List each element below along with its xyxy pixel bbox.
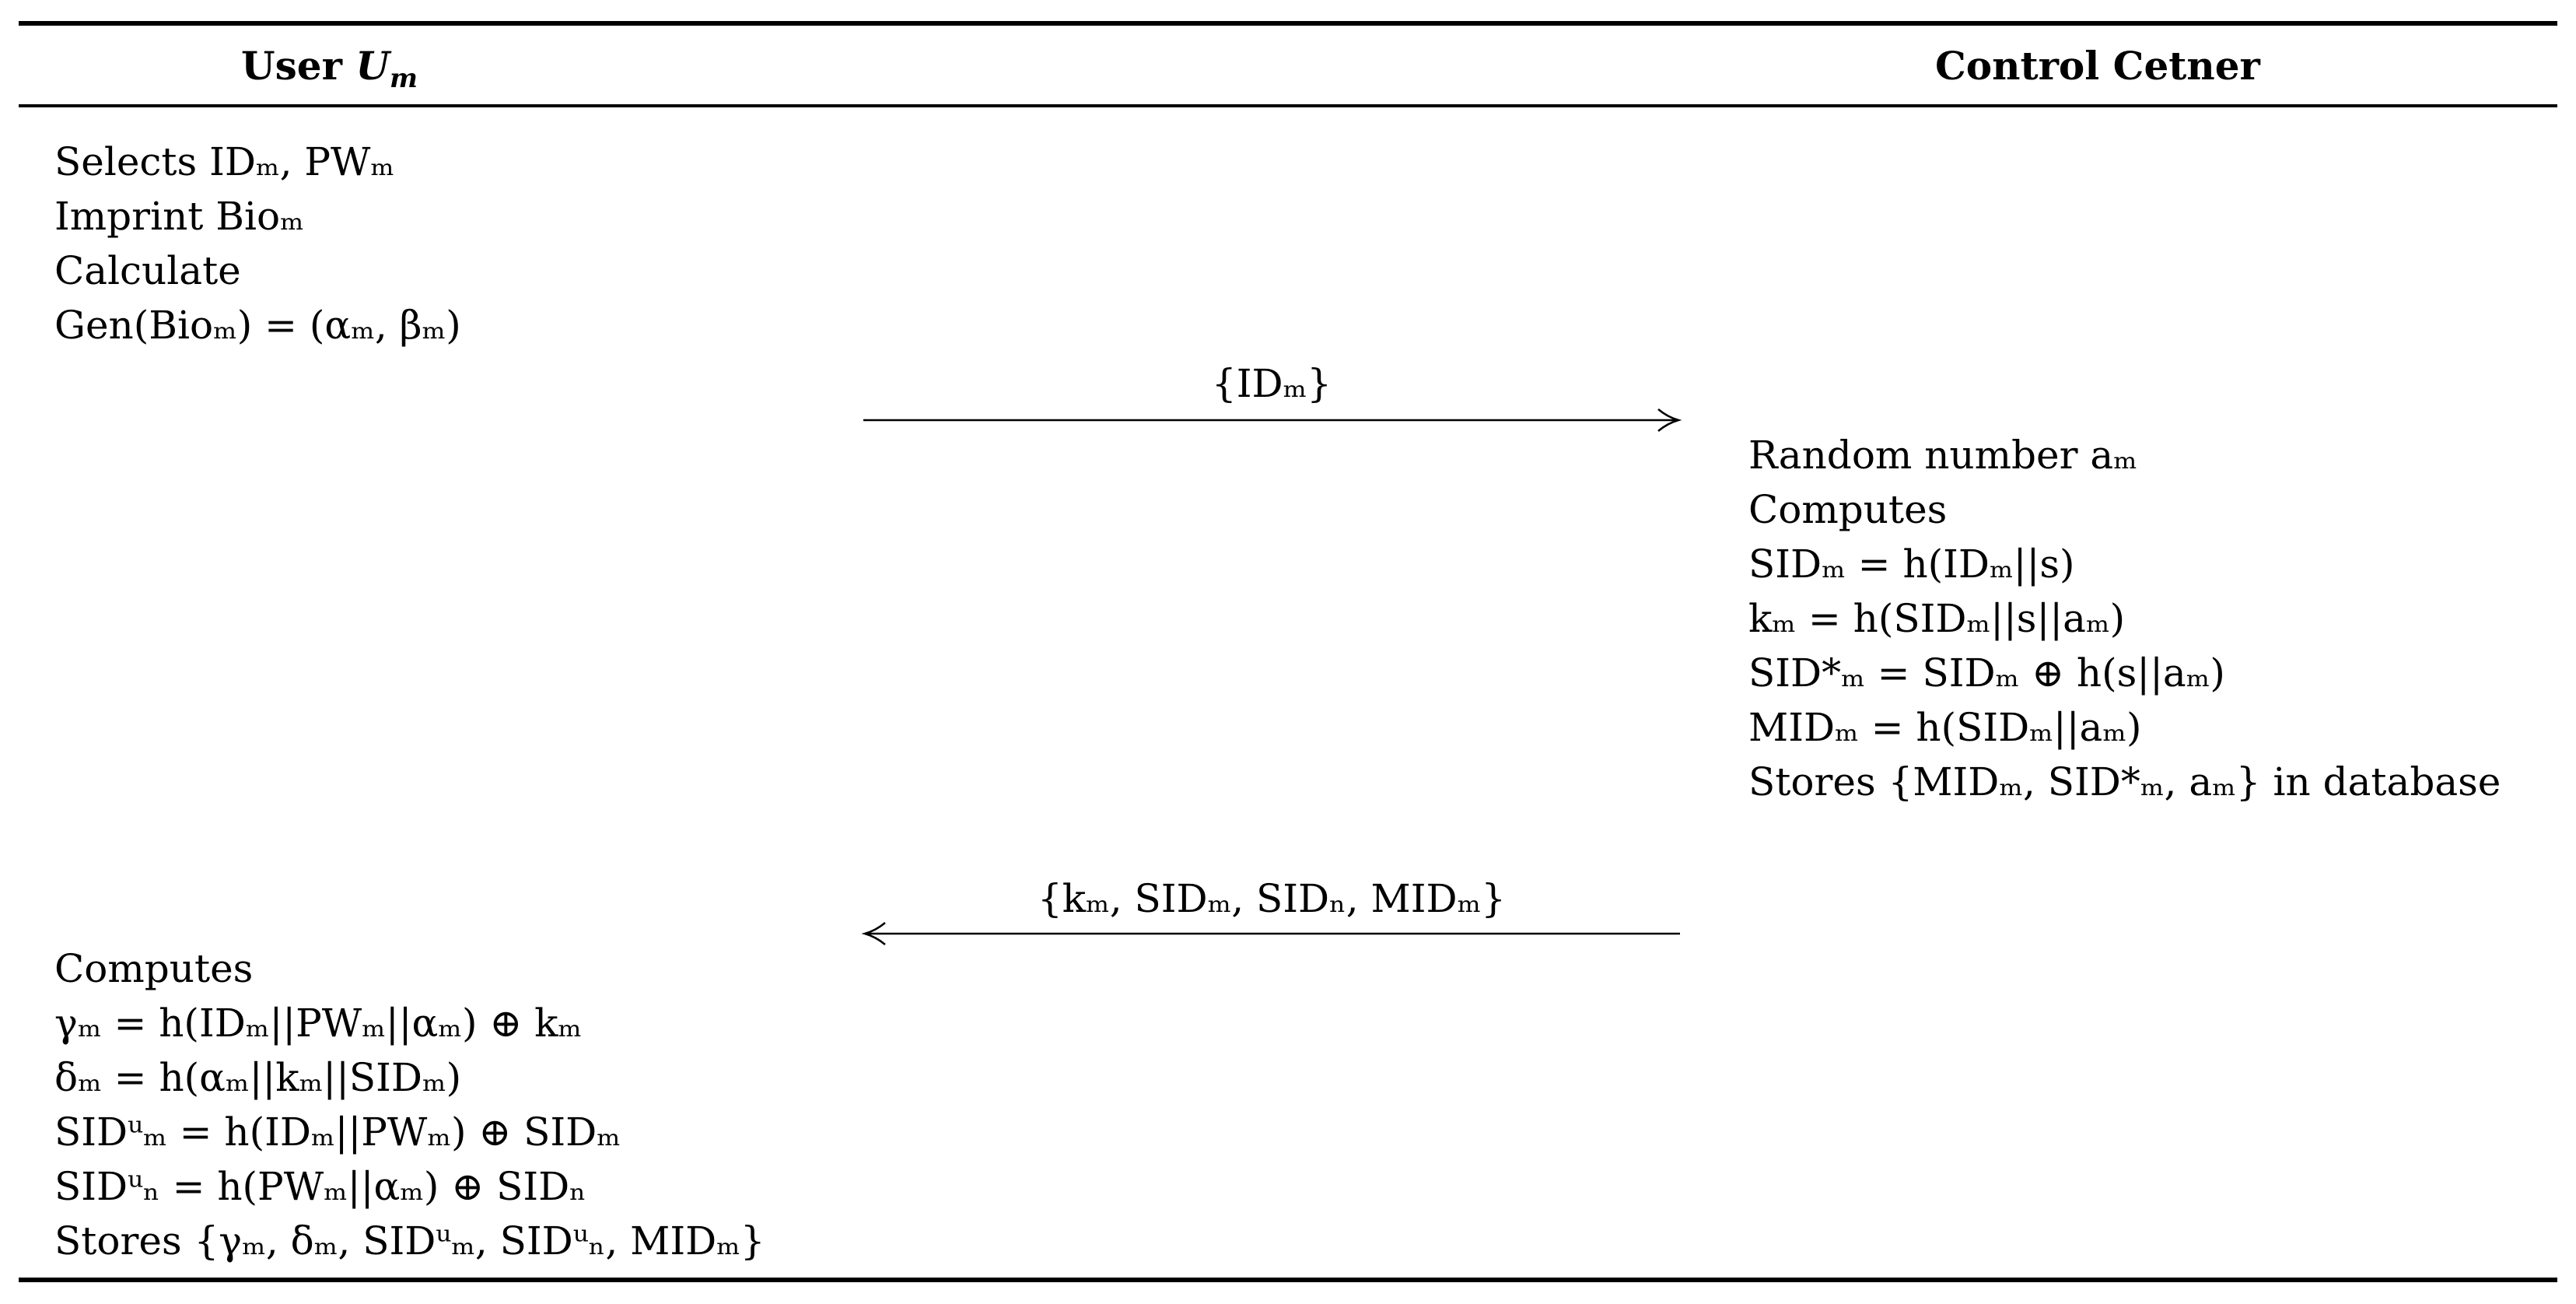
center-step-random-number: Random number aₘ	[1748, 433, 2137, 478]
user-registration-steps: Selects IDₘ, PWₘ Imprint Bioₘ Calculate …	[54, 135, 461, 352]
bottom-rule	[19, 1278, 2557, 1282]
message-to-center-label: {IDₘ}	[1211, 361, 1332, 406]
arrow-to-user	[861, 922, 1680, 945]
center-step-mid: MIDₘ = h(SIDₘ||aₘ)	[1748, 705, 2142, 750]
user-header-symbol: U	[355, 43, 390, 89]
header-rule	[19, 104, 2557, 107]
user-header-subscript: m	[389, 63, 418, 94]
center-step-store-database: Stores {MIDₘ, SID*ₘ, aₘ} in database	[1748, 759, 2501, 804]
user-computation-steps: Computes γₘ = h(IDₘ||PWₘ||αₘ) ⊕ kₘ δₘ = …	[54, 941, 765, 1268]
user-step-imprint-biometric: Imprint Bioₘ	[54, 194, 304, 239]
center-step-sid: SIDₘ = h(IDₘ||s)	[1748, 542, 2075, 587]
user-step-store-values: Stores {γₘ, δₘ, SIDᵘₘ, SIDᵘₙ, MIDₘ}	[54, 1218, 765, 1264]
control-center-column-header: Control Cetner	[1935, 43, 2260, 89]
user-step-calculate: Calculate	[54, 248, 241, 293]
arrow-to-center	[863, 408, 1682, 432]
user-step-computes: Computes	[54, 946, 254, 991]
control-center-computation: Random number aₘ Computes SIDₘ = h(IDₘ||…	[1748, 428, 2501, 809]
user-step-gen-biometric: Gen(Bioₘ) = (αₘ, βₘ)	[54, 303, 461, 348]
center-step-computes: Computes	[1748, 487, 1948, 532]
center-step-k: kₘ = h(SIDₘ||s||aₘ)	[1748, 596, 2126, 641]
center-step-sid-star: SID*ₘ = SIDₘ ⊕ h(s||aₘ)	[1748, 650, 2225, 696]
user-step-sid-u-n: SIDᵘₙ = h(PWₘ||αₘ) ⊕ SIDₙ	[54, 1164, 586, 1209]
user-step-select-credentials: Selects IDₘ, PWₘ	[54, 139, 395, 184]
top-rule	[19, 21, 2557, 26]
user-step-gamma: γₘ = h(IDₘ||PWₘ||αₘ) ⊕ kₘ	[54, 1001, 583, 1046]
user-column-header: User Um	[241, 43, 418, 102]
user-step-delta: δₘ = h(αₘ||kₘ||SIDₘ)	[54, 1055, 462, 1100]
message-to-user-label: {kₘ, SIDₘ, SIDₙ, MIDₘ}	[1037, 876, 1507, 921]
user-step-sid-u-m: SIDᵘₘ = h(IDₘ||PWₘ) ⊕ SIDₘ	[54, 1109, 621, 1155]
user-header-prefix: User	[241, 43, 342, 89]
